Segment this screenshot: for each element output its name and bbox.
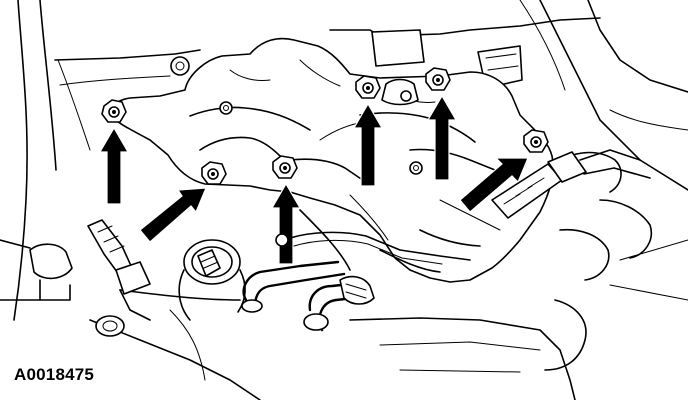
arrow-nut-1 xyxy=(98,126,130,205)
nut-3 xyxy=(272,155,298,179)
arrow-nut-4 xyxy=(352,102,384,187)
nut-4 xyxy=(355,75,381,99)
round-sensor xyxy=(178,239,246,321)
engine-background xyxy=(13,0,688,400)
arrow-nut-2 xyxy=(139,187,207,243)
left-sensor xyxy=(87,219,151,321)
lower-components xyxy=(0,149,651,337)
arrow-nut-6 xyxy=(459,157,529,213)
nut-2 xyxy=(201,161,227,185)
figure-id-label: A0018475 xyxy=(14,365,95,384)
nut-5 xyxy=(425,67,451,91)
nut-1 xyxy=(101,99,127,123)
right-connector xyxy=(491,149,651,219)
nut-6 xyxy=(523,129,549,153)
vacuum-hoses xyxy=(241,231,471,332)
arrow-nut-5 xyxy=(426,94,458,181)
arrow-nut-3 xyxy=(270,182,302,265)
manifold-nuts xyxy=(101,67,549,185)
callout-arrows xyxy=(98,94,529,265)
